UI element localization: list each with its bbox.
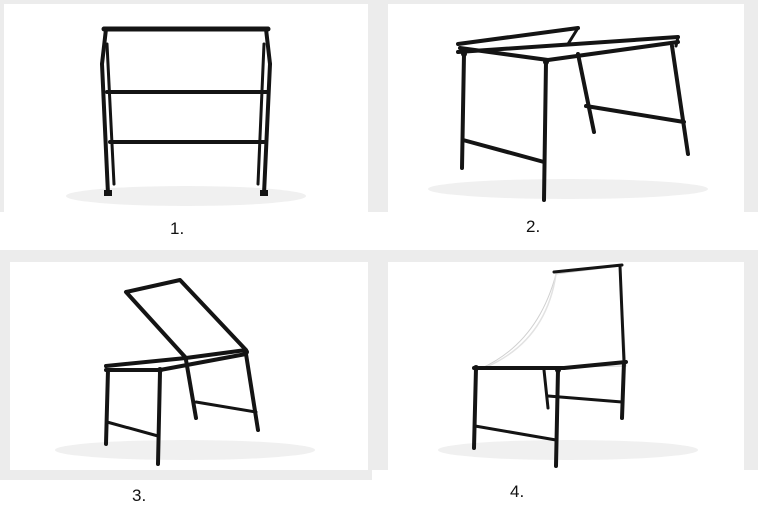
step-4-photo — [388, 262, 744, 470]
unfolded-table-frame-illustration — [428, 26, 708, 202]
step-2-caption-area: 2. — [372, 212, 758, 250]
step-4-label: 4. — [510, 482, 525, 501]
step-2-photo — [388, 4, 744, 212]
step-4-caption-area: 4. — [372, 470, 758, 512]
step-3-label: 3. — [132, 486, 147, 505]
step-2-label: 2. — [526, 217, 541, 236]
step-1-photo — [4, 4, 368, 212]
frame-with-raised-top-illustration — [55, 278, 315, 466]
folded-frame-illustration — [66, 26, 306, 206]
table-with-white-sweep-illustration — [438, 263, 698, 468]
step-1-label: 1. — [170, 219, 185, 238]
step-3-caption-area: 3. — [0, 480, 372, 512]
step-3-photo — [10, 262, 368, 470]
step-1-caption-area: 1. — [0, 212, 372, 250]
